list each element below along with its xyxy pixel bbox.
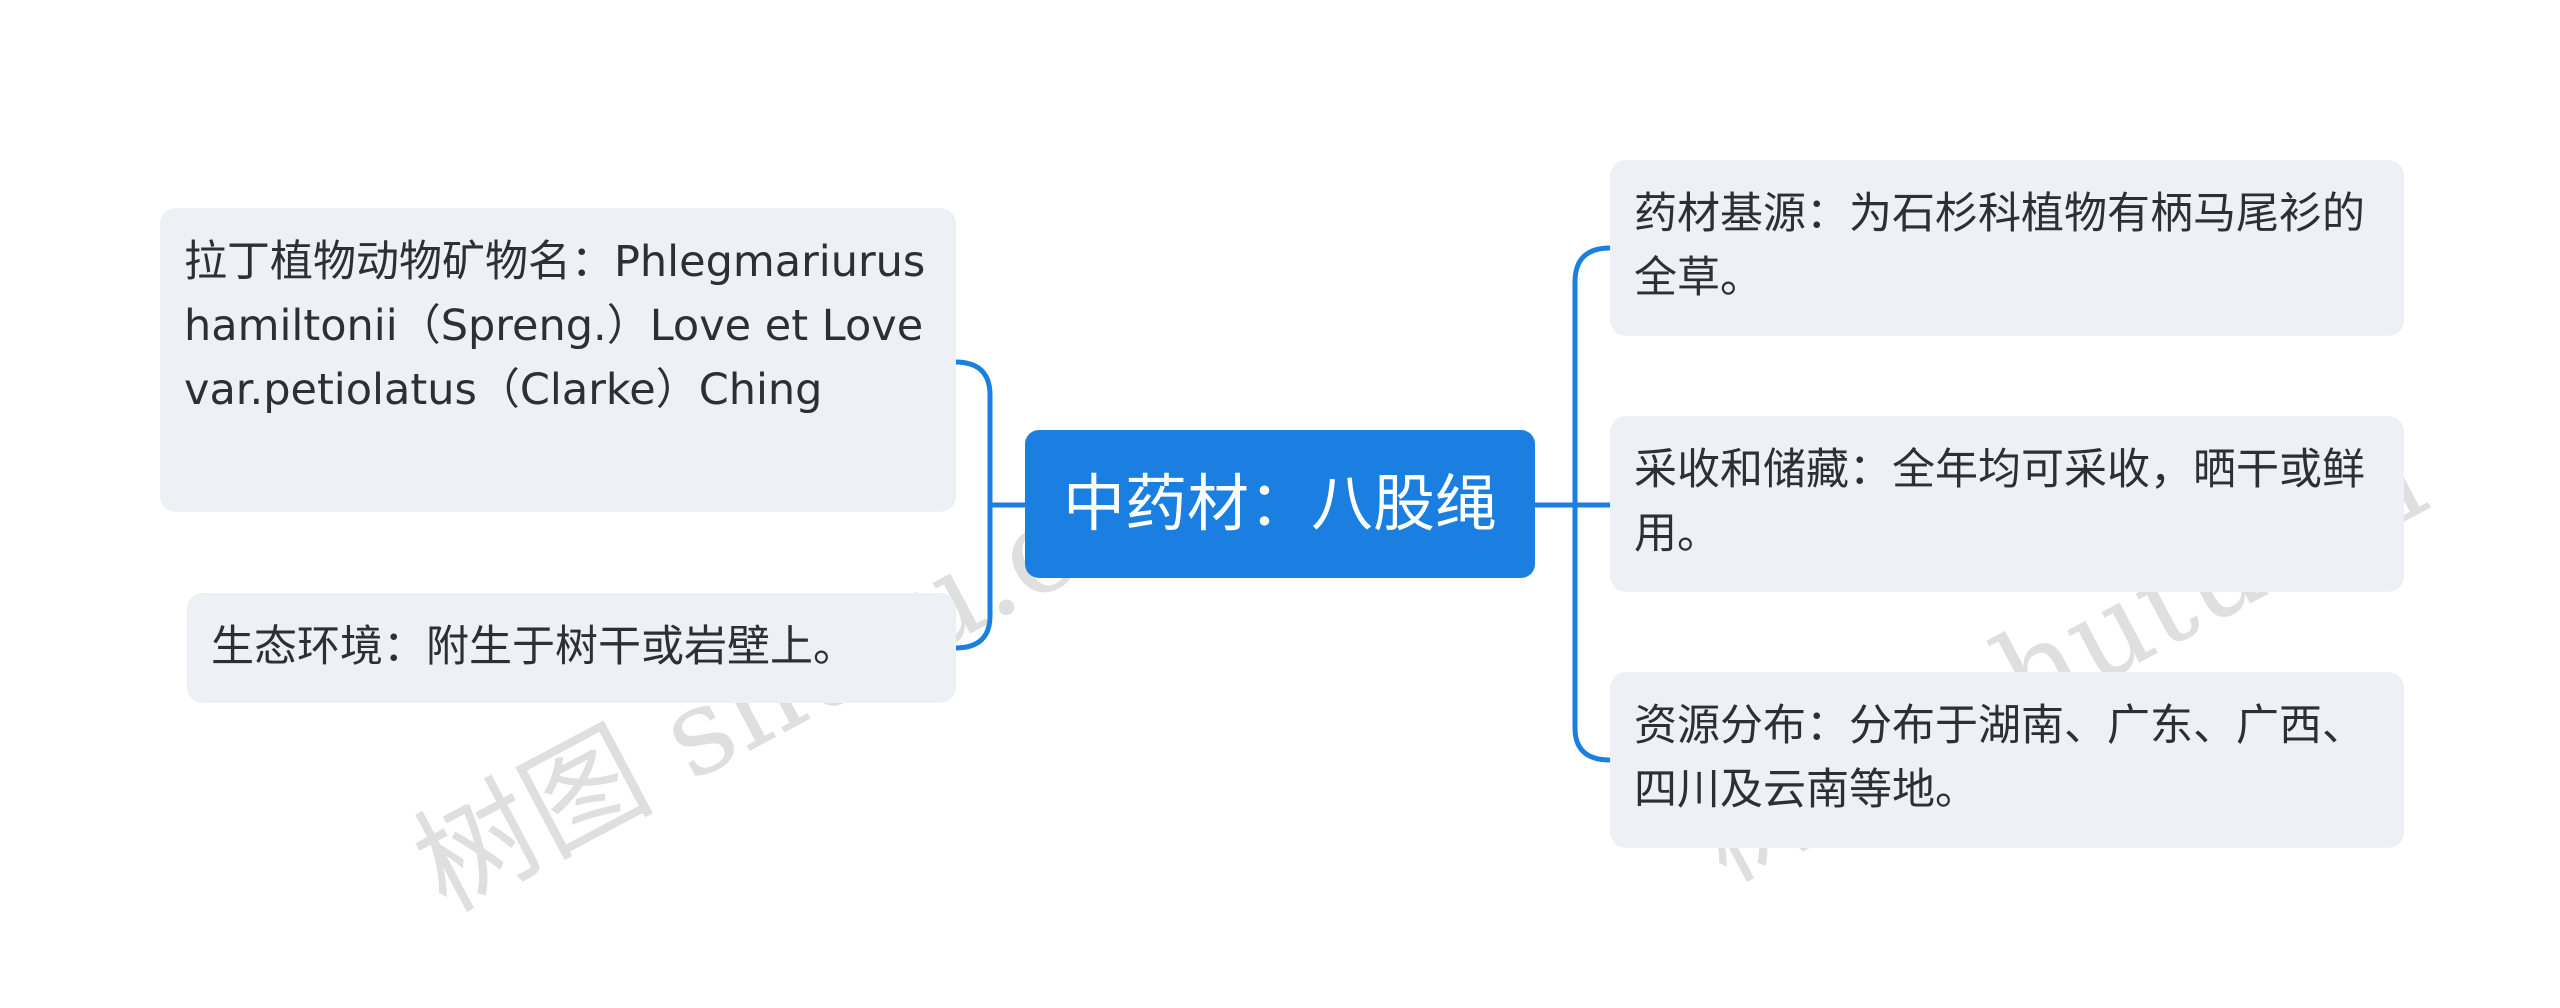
right-node-distribution: 资源分布：分布于湖南、广东、广西、四川及云南等地。 (1610, 672, 2404, 848)
left-node-latin-name: 拉丁植物动物矿物名：Phlegmariurus hamiltonii（Spren… (160, 208, 956, 512)
right-node-harvest: 采收和储藏：全年均可采收，晒干或鲜用。 (1610, 416, 2404, 592)
left-node-habitat: 生态环境：附生于树干或岩壁上。 (187, 593, 956, 703)
left-bracket (954, 359, 993, 651)
right-node-source: 药材基源：为石杉科植物有柄马尾衫的全草。 (1610, 160, 2404, 336)
center-topic: 中药材：八股绳 (1025, 430, 1535, 578)
